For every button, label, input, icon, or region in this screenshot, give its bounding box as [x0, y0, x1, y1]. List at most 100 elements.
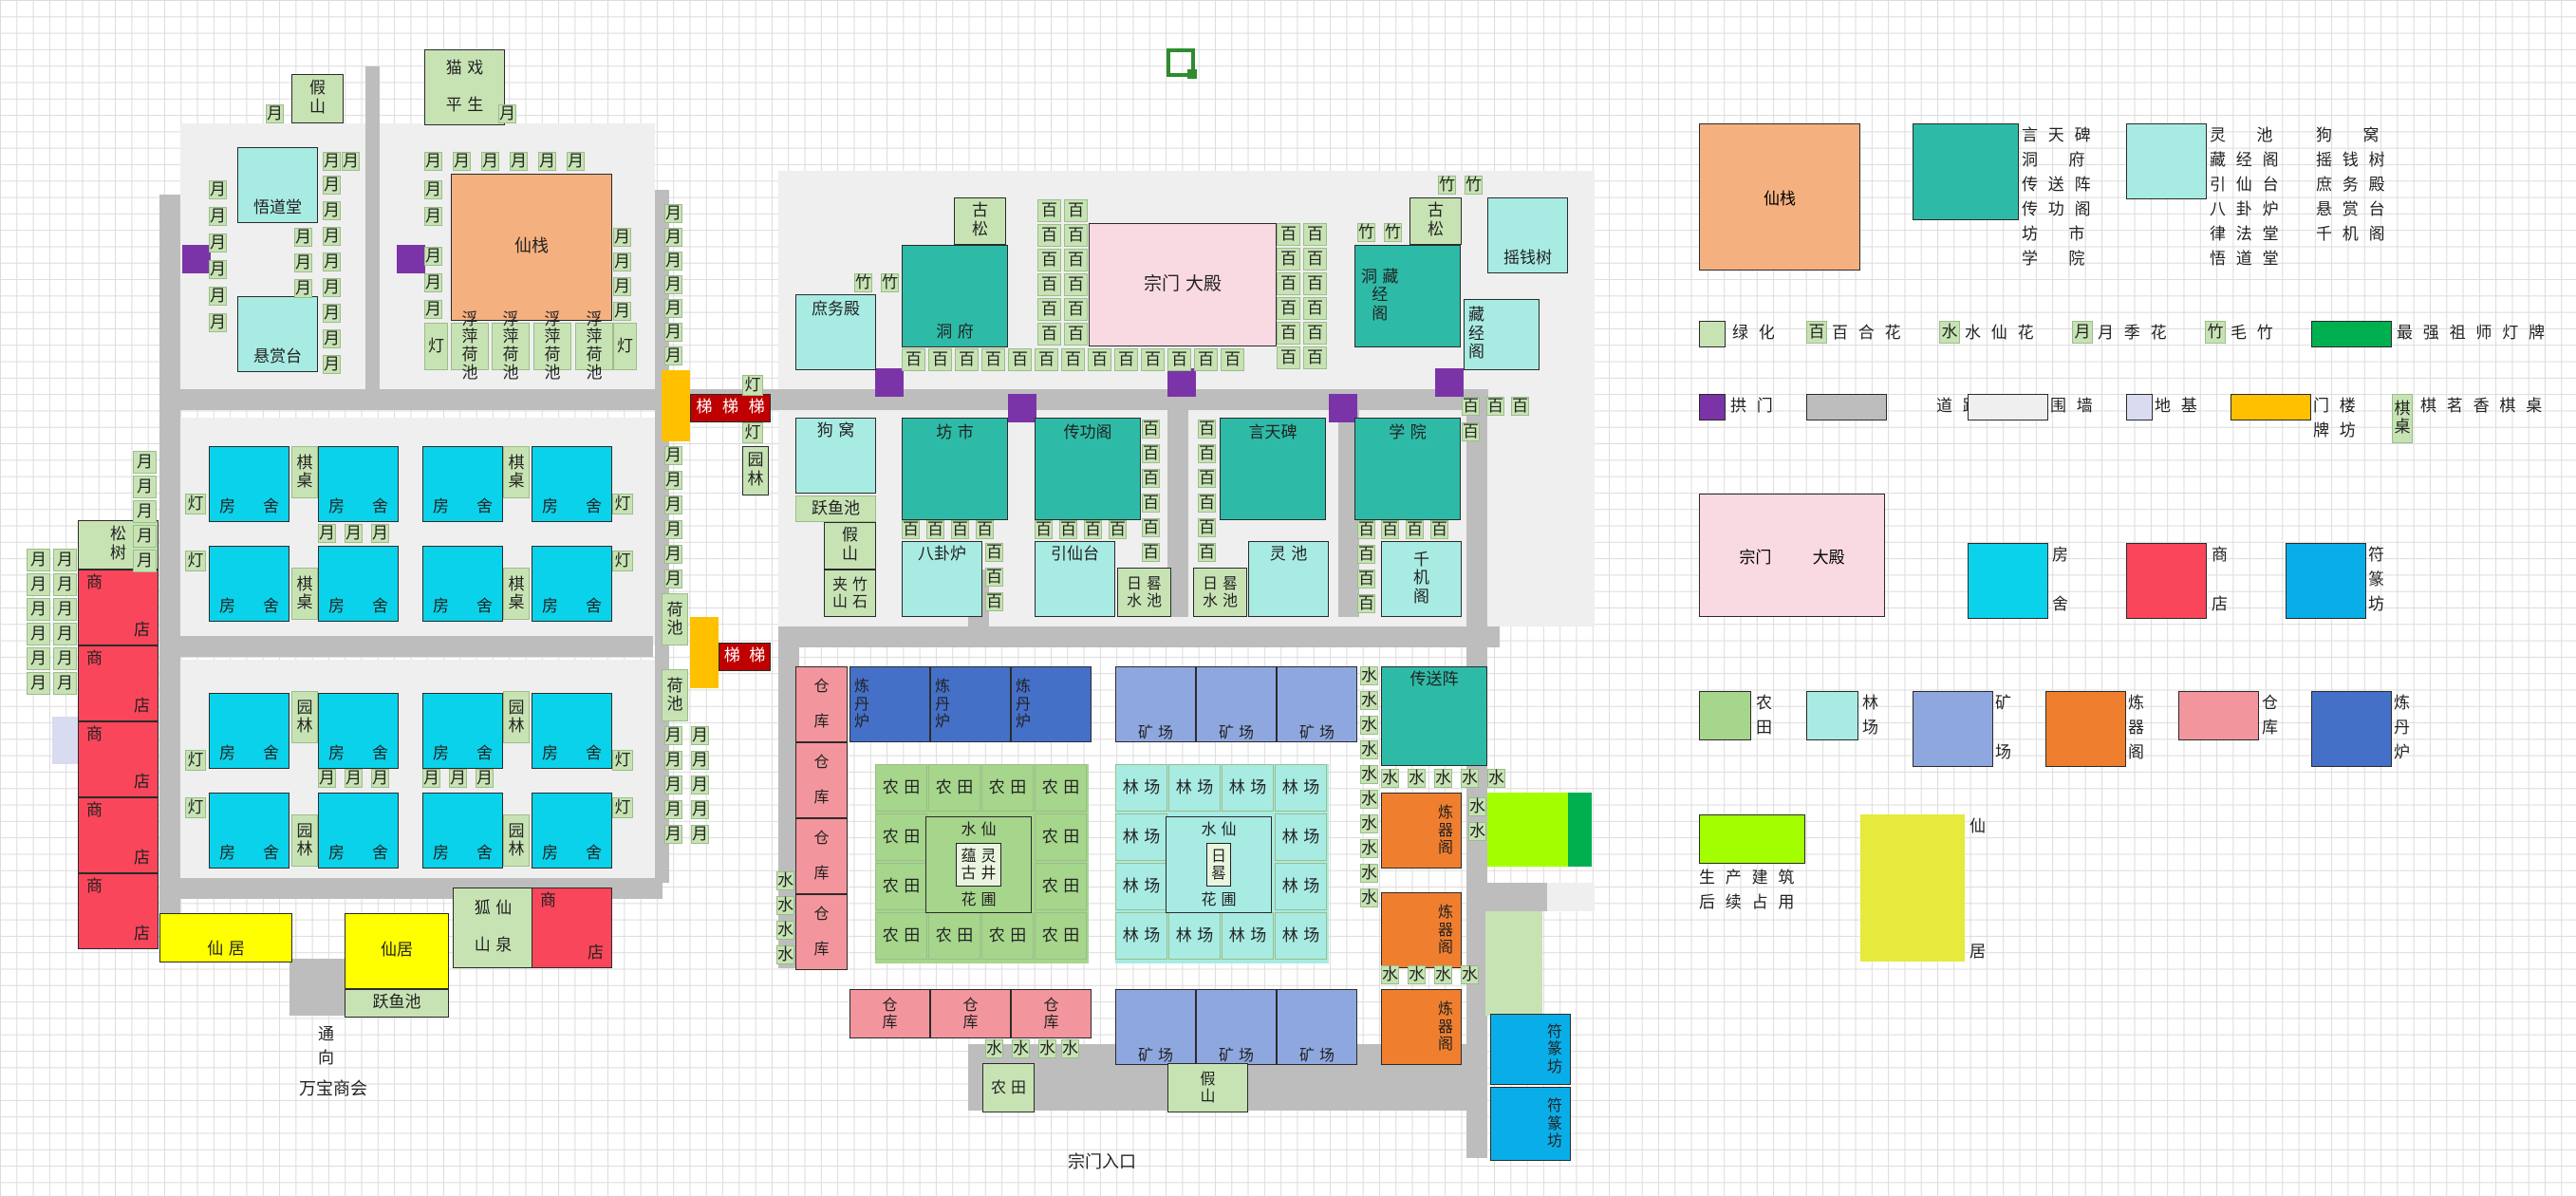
summon-platform[interactable]: 引仙台 — [1035, 541, 1115, 617]
farmland[interactable]: 农 田 — [982, 1063, 1035, 1112]
arch-gate — [1435, 368, 1464, 397]
enlighten-hall[interactable]: 悟道堂 — [237, 147, 318, 223]
shop[interactable]: 商店 — [78, 721, 159, 797]
flower-tile: 竹 — [1465, 175, 1483, 195]
shop[interactable]: 商店 — [78, 645, 159, 721]
ancient-pine[interactable]: 古 松 — [1409, 197, 1462, 245]
ladder[interactable]: 梯梯梯 — [690, 394, 771, 422]
bagua-furnace[interactable]: 八卦炉 — [902, 541, 982, 617]
rock-garden[interactable]: 夹 竹 山 石 — [824, 570, 876, 617]
warehouse[interactable]: 仓 库 — [849, 989, 930, 1038]
dormitory[interactable]: 房舍 — [532, 446, 612, 522]
cat-play-garden[interactable]: 猫 戏 平 生 — [424, 49, 505, 125]
dog-kennel[interactable]: 狗 窝 — [795, 418, 876, 494]
lily-tile: 百 — [1037, 249, 1061, 271]
spirit-pool[interactable]: 灵 池 — [1248, 541, 1329, 617]
fake-mountain[interactable]: 假 山 — [824, 522, 876, 570]
academy[interactable]: 学 院 — [1354, 418, 1461, 520]
mechanism-pavilion[interactable]: 千 机 阁 — [1381, 541, 1462, 617]
fish-pond[interactable]: 跃鱼池 — [345, 989, 449, 1018]
scripture-library[interactable]: 藏 经 阁 — [1464, 299, 1540, 370]
dormitory[interactable]: 房舍 — [532, 546, 612, 622]
flower-tile: 百 — [985, 542, 1003, 562]
stele[interactable]: 言天碑 — [1220, 418, 1326, 520]
flower-tile: 竹 — [1357, 222, 1375, 242]
dormitory[interactable]: 房舍 — [209, 693, 289, 769]
garden[interactable]: 园 林 — [742, 446, 769, 495]
sundial-pool[interactable]: 日 晷 水 池 — [1193, 568, 1247, 617]
mine[interactable]: 矿 场 — [1277, 666, 1357, 742]
flower-tile: 月 — [323, 175, 341, 195]
flower-tile: 月 — [209, 259, 227, 279]
shop[interactable]: 商店 — [78, 797, 159, 873]
warehouse[interactable]: 仓 库 — [1011, 989, 1092, 1038]
fake-mountain[interactable]: 假 山 — [291, 74, 344, 123]
warehouse[interactable]: 仓 库 — [795, 818, 848, 894]
alchemy-furnace[interactable]: 炼 丹 炉 — [930, 666, 1011, 742]
dormitory[interactable]: 房舍 — [209, 793, 289, 869]
dormitory[interactable]: 房舍 — [318, 446, 399, 522]
legend-greenery-swatch — [1699, 321, 1726, 347]
money-tree[interactable]: 摇钱树 — [1487, 197, 1568, 273]
dormitory[interactable]: 房舍 — [209, 446, 289, 522]
flower-tile: 月 — [424, 179, 442, 199]
bounty-board[interactable]: 悬赏台 — [237, 296, 318, 372]
flower-tile: 百 — [1142, 517, 1160, 537]
dormitory[interactable]: 房舍 — [318, 546, 399, 622]
dwelling[interactable]: 仙 居 — [159, 913, 292, 962]
mine[interactable]: 矿 场 — [1196, 989, 1277, 1065]
ancient-pine[interactable]: 古 松 — [954, 197, 1006, 245]
warehouse[interactable]: 仓 库 — [795, 742, 848, 818]
affairs-hall[interactable]: 庶务殿 — [795, 294, 876, 370]
forest: 林 场 — [1275, 912, 1327, 960]
fake-mountain[interactable]: 假 山 — [1167, 1063, 1248, 1112]
flower-tile: 百 — [902, 519, 920, 539]
forge[interactable]: 炼 器 阁 — [1381, 892, 1462, 968]
mine[interactable]: 矿 场 — [1196, 666, 1277, 742]
dormitory[interactable]: 房舍 — [209, 546, 289, 622]
sect-main-hall[interactable]: 宗门 大殿 — [1089, 223, 1277, 346]
dormitory[interactable]: 房舍 — [318, 793, 399, 869]
shop[interactable]: 商店 — [532, 888, 612, 968]
flower-tile: 月 — [476, 768, 494, 788]
dorm-label: 舍 — [586, 597, 602, 617]
sundial-pool[interactable]: 日 晷 水 池 — [1117, 568, 1171, 617]
warehouse[interactable]: 仓 库 — [795, 666, 848, 742]
forge[interactable]: 炼 器 阁 — [1381, 793, 1462, 869]
shop[interactable]: 商店 — [78, 873, 159, 949]
talisman-workshop[interactable]: 符 篆 坊 — [1490, 1087, 1571, 1161]
farm-center[interactable]: 水 仙蕴 灵 古 井花 圃 — [925, 816, 1032, 913]
dormitory[interactable]: 房舍 — [532, 793, 612, 869]
dormitory[interactable]: 房舍 — [422, 693, 503, 769]
shop[interactable]: 商店 — [78, 570, 159, 645]
warehouse[interactable]: 仓 库 — [795, 894, 848, 970]
cave-library[interactable]: 洞 藏 经 阁 — [1354, 245, 1461, 347]
mine[interactable]: 矿 场 — [1115, 989, 1196, 1065]
teleport-array[interactable]: 传送阵 — [1381, 666, 1487, 766]
alchemy-furnace[interactable]: 炼 丹 炉 — [849, 666, 930, 742]
skill-hall[interactable]: 传功阁 — [1035, 418, 1141, 520]
dwelling[interactable]: 仙居 — [345, 913, 449, 989]
dormitory[interactable]: 房舍 — [422, 546, 503, 622]
dormitory[interactable]: 房舍 — [422, 446, 503, 522]
cave-abode[interactable]: 洞 府 — [902, 245, 1008, 347]
lily-tile: 百 — [1303, 346, 1327, 369]
selection-square-icon[interactable] — [1167, 48, 1197, 79]
flower-tile: 月 — [53, 647, 77, 670]
inn[interactable]: 仙栈 — [451, 174, 612, 321]
ladder[interactable]: 梯梯 — [719, 643, 771, 671]
forge[interactable]: 炼 器 阁 — [1381, 989, 1462, 1065]
forest-center[interactable]: 水 仙日 晷花 圃 — [1166, 816, 1272, 913]
alchemy-furnace[interactable]: 炼 丹 炉 — [1011, 666, 1092, 742]
dormitory[interactable]: 房舍 — [422, 793, 503, 869]
warehouse[interactable]: 仓 库 — [930, 989, 1011, 1038]
dormitory[interactable]: 房舍 — [532, 693, 612, 769]
mine[interactable]: 矿 场 — [1115, 666, 1196, 742]
talisman-workshop[interactable]: 符 篆 坊 — [1490, 1014, 1571, 1085]
legend-dorm-swatch — [1968, 543, 2048, 619]
flower-tile: 水 — [1461, 768, 1479, 788]
flower-tile: 月 — [691, 750, 709, 770]
market[interactable]: 坊 市 — [902, 418, 1008, 520]
mine[interactable]: 矿 场 — [1277, 989, 1357, 1065]
dormitory[interactable]: 房舍 — [318, 693, 399, 769]
